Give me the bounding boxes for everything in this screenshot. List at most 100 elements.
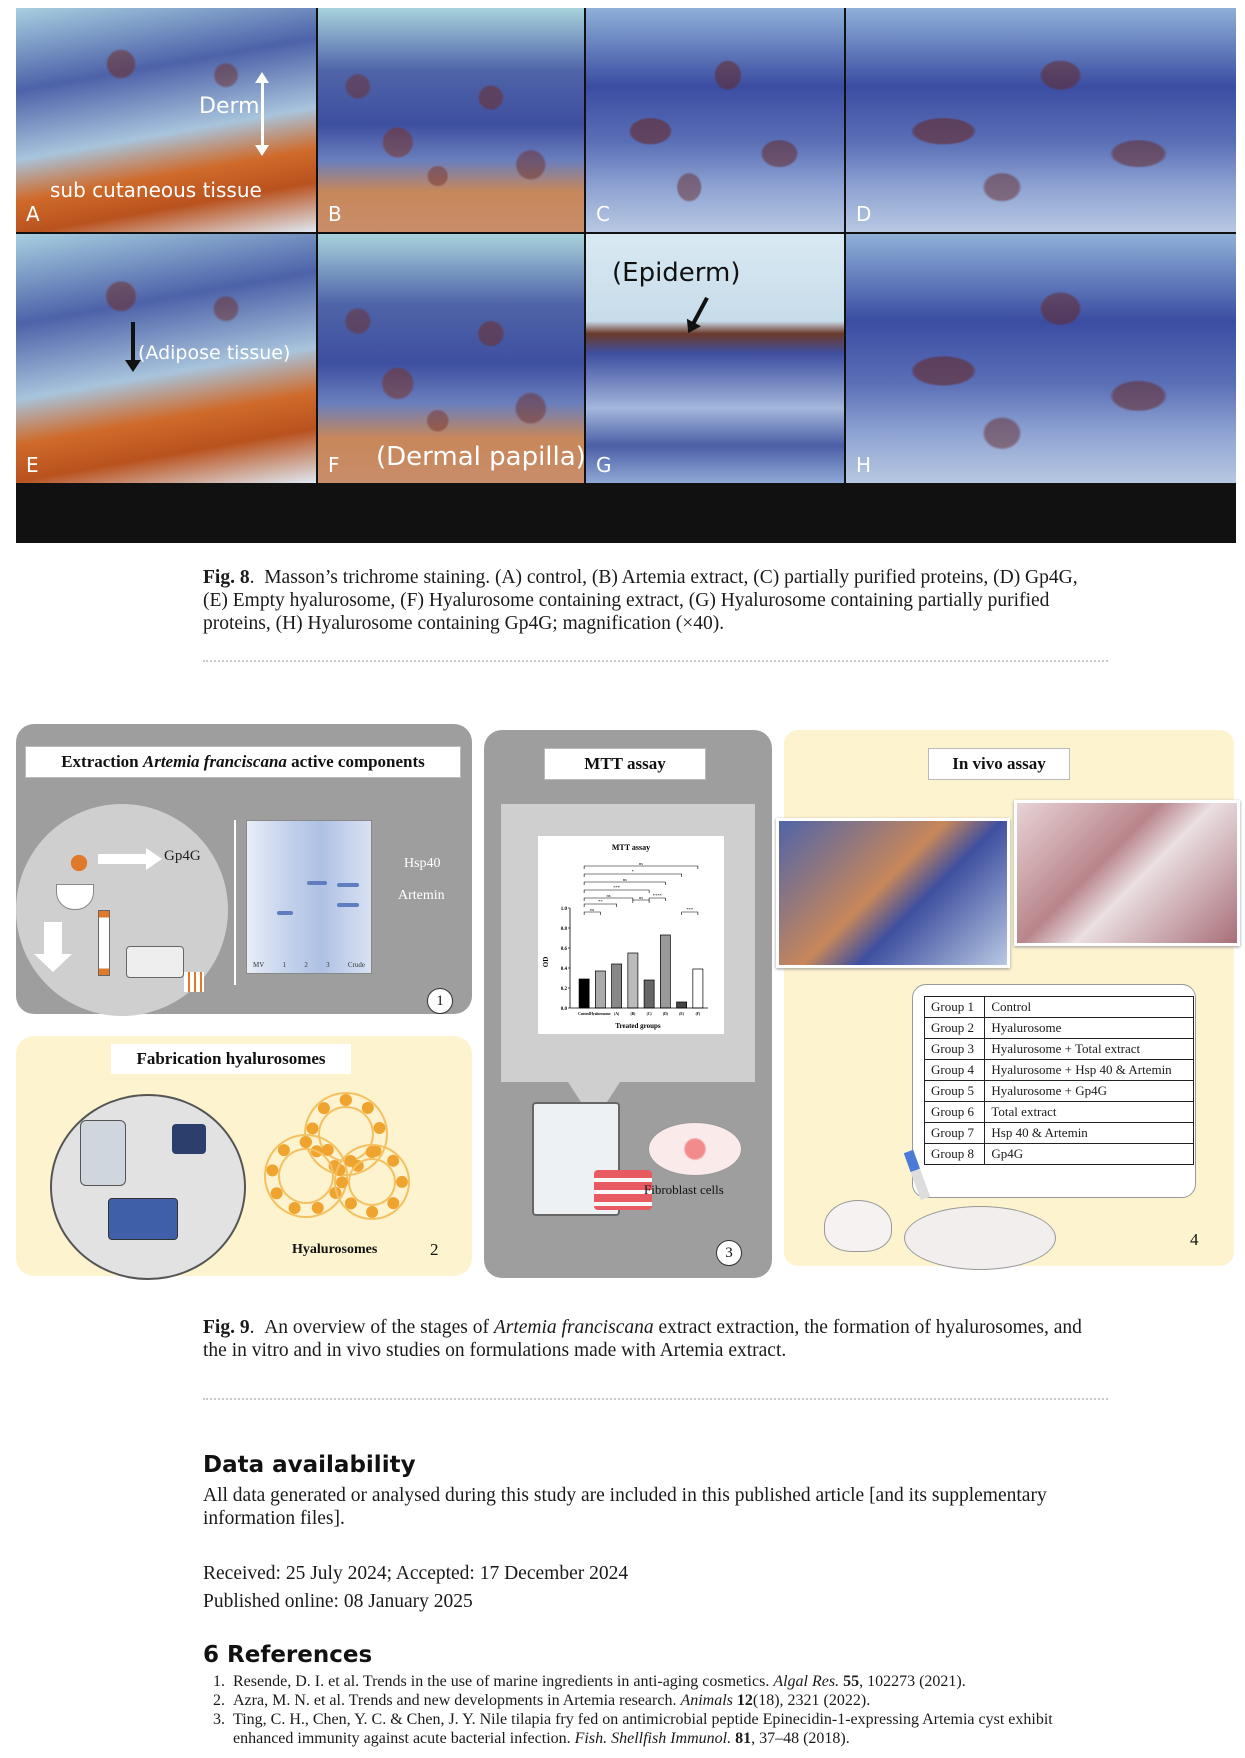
figure-9-caption: Fig. 9. An overview of the stages of Art… [203,1317,1082,1361]
lab-equipment-circle [50,1094,246,1280]
y-tick-label: 0.0 [561,1007,568,1012]
step-number-3: 3 [716,1240,742,1266]
arrow-right-icon [98,854,148,864]
y-tick-label: 1.0 [561,907,568,912]
reference-item: 2.Azra, M. N. et al. Trends and new deve… [213,1692,871,1709]
significance-bracket [681,911,699,915]
y-tick-label: 0.6 [561,947,568,952]
mtt-title: MTT assay [544,748,706,780]
arrow-down-head-icon [34,954,72,972]
label-adipose: (Adipose tissue) [138,342,291,364]
gel-band [337,903,359,907]
hyalurosome-ring-icon [266,1136,346,1216]
bar-7 [692,968,704,1009]
arrow-down-icon [44,922,62,956]
separator [203,1398,1108,1400]
data-availability-heading: Data availability [203,1452,416,1478]
significance-label: *** [613,885,621,890]
significance-bracket [583,889,650,893]
homogenizer-icon [172,1124,206,1154]
x-tick-label: (D) [663,1012,669,1016]
label-epiderm: (Epiderm) [612,258,741,288]
bar-1 [594,970,606,1009]
figure-8-caption-text: Masson’s trichrome staining. (A) control… [203,567,1078,634]
significance-label: ns [606,893,610,898]
fabrication-title: Fabrication hyalurosomes [111,1044,351,1074]
mortar-icon [56,884,94,910]
significance-bracket [583,903,617,907]
micrograph-panel-b: B [318,8,584,232]
gel-band [307,881,327,885]
x-tick-label: (A) [614,1012,620,1016]
rat-icon [904,1206,1056,1270]
micrograph-panel-d: D [846,8,1236,232]
panel-fabrication: Fabrication hyalurosomes Hyalurosomes 2 [16,1036,472,1280]
figure-9-label: Fig. 9 [203,1317,250,1338]
rotary-evaporator-icon [80,1120,126,1186]
significance-label: ns [590,907,594,912]
chart-title: MTT assay [612,843,650,852]
fibroblast-cells-icon [648,1122,742,1176]
reference-item: 1.Resende, D. I. et al. Trends in the us… [213,1673,966,1690]
step-number-4: 4 [1190,1230,1199,1249]
references-heading: 6 References [203,1642,373,1668]
micrograph-thumbnail-he [1014,800,1240,946]
culture-flasks-icon [594,1170,652,1210]
gel-lane-labels: MV 1 2 3 Crude [253,961,365,969]
y-tick-label: 0.2 [561,987,568,992]
label-hyalurosomes: Hyalurosomes [292,1242,378,1257]
figure-8-micrographs: Derm sub cutaneous tissue A B C D (Adipo… [16,8,1236,543]
x-tick-label: Control [578,1012,590,1016]
micrograph-panel-h: H [846,234,1236,483]
bar-2 [611,963,623,1009]
panel-letter-d: D [856,202,872,226]
extraction-title: Extraction Artemia franciscana active co… [25,746,461,778]
step-number-1: 1 [427,988,453,1014]
artemia-icon [64,850,94,876]
divider-line [234,820,236,985]
y-tick-label: 0.8 [561,927,568,932]
arrow-right-head-icon [146,848,162,870]
panel-extraction: Extraction Artemia franciscana active co… [16,724,472,1016]
significance-bracket [583,911,601,915]
in-vivo-title: In vivo assay [928,748,1070,780]
label-subcutaneous: sub cutaneous tissue [50,178,262,202]
micrograph-panel-e: (Adipose tissue) E [16,234,316,483]
figure-8-caption: Fig. 8. Masson’s trichrome staining. (A)… [203,567,1078,634]
x-tick-label: Hyalurosome [590,1012,611,1016]
panel-letter-a: A [26,202,40,226]
panel-letter-b: B [328,202,342,226]
hyalurosome-ring-icon [336,1146,408,1218]
mouse-icon [824,1200,892,1252]
sds-page-gel: MV 1 2 3 Crude [246,820,372,974]
significance-bracket [583,897,634,901]
label-artemin: Artemin [398,888,445,903]
micrograph-thumbnail-trichrome [776,818,1010,968]
significance-label: ns [623,877,627,882]
significance-bracket [648,897,666,901]
step-number-2: 2 [430,1240,439,1259]
data-availability-text: All data generated or analysed during th… [203,1485,1047,1529]
bar-6 [676,1001,688,1009]
x-tick-label: (E) [679,1012,685,1016]
significance-label: **** [653,893,663,898]
incubator-icon [532,1102,620,1216]
micrograph-panel-g: (Epiderm) G [586,234,844,483]
significance-label: * [632,869,635,874]
label-gp4g: Gp4G [164,848,201,864]
significance-label: ns [639,861,643,866]
column-icon [98,910,110,976]
label-hsp40: Hsp40 [404,856,441,871]
published-date: Published online: 08 January 2025 [203,1591,473,1612]
separator [203,660,1108,662]
bar-0 [578,978,590,1009]
panel-letter-h: H [856,453,872,477]
received-date: Received: 25 July 2024; Accepted: 17 Dec… [203,1563,629,1584]
bar-4 [643,979,655,1009]
